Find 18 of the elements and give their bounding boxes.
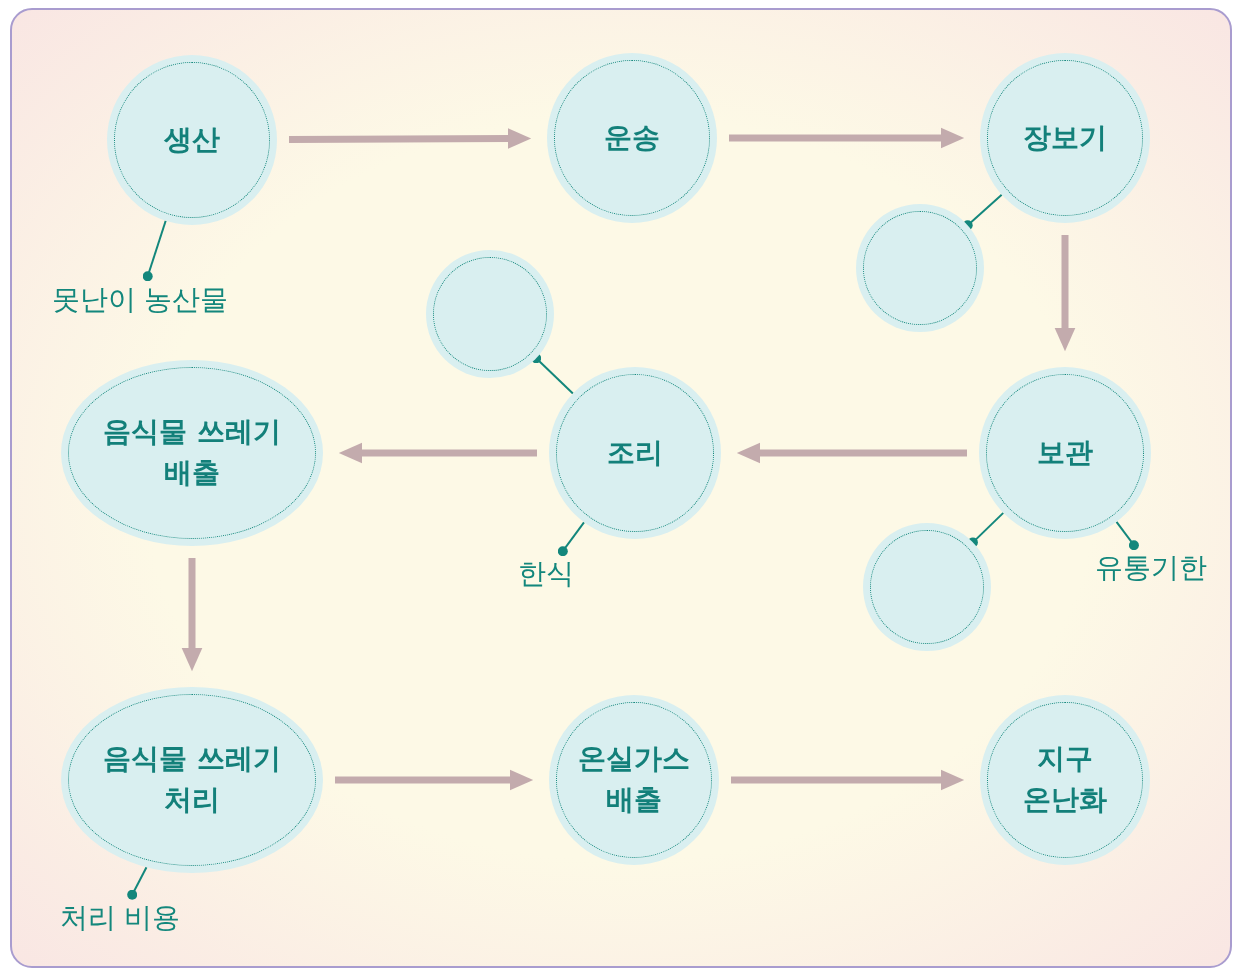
step-label: 지구 온난화 — [1022, 741, 1108, 818]
leader-line — [967, 511, 1005, 548]
annotation-text: 유통기한 — [1089, 550, 1213, 586]
leader-line — [1115, 520, 1139, 551]
annotation-text: 못난이 농산물 — [45, 282, 235, 318]
step-label: 장보기 — [1023, 119, 1107, 156]
leader-line — [142, 219, 167, 282]
step-label: 조리 — [607, 434, 663, 471]
step-label: 운송 — [604, 119, 660, 156]
annotation-text: 한식 — [515, 556, 577, 592]
step-label: 생산 — [164, 121, 220, 158]
step-label: 음식물 쓰레기 처리 — [102, 741, 282, 818]
step-label: 보관 — [1037, 434, 1093, 471]
leader-line — [962, 193, 1003, 231]
leader-line — [127, 866, 148, 900]
step-label: 온실가스 배출 — [577, 741, 691, 818]
step-label: 음식물 쓰레기 배출 — [102, 414, 282, 491]
annotation-text: 처리 비용 — [57, 900, 183, 936]
